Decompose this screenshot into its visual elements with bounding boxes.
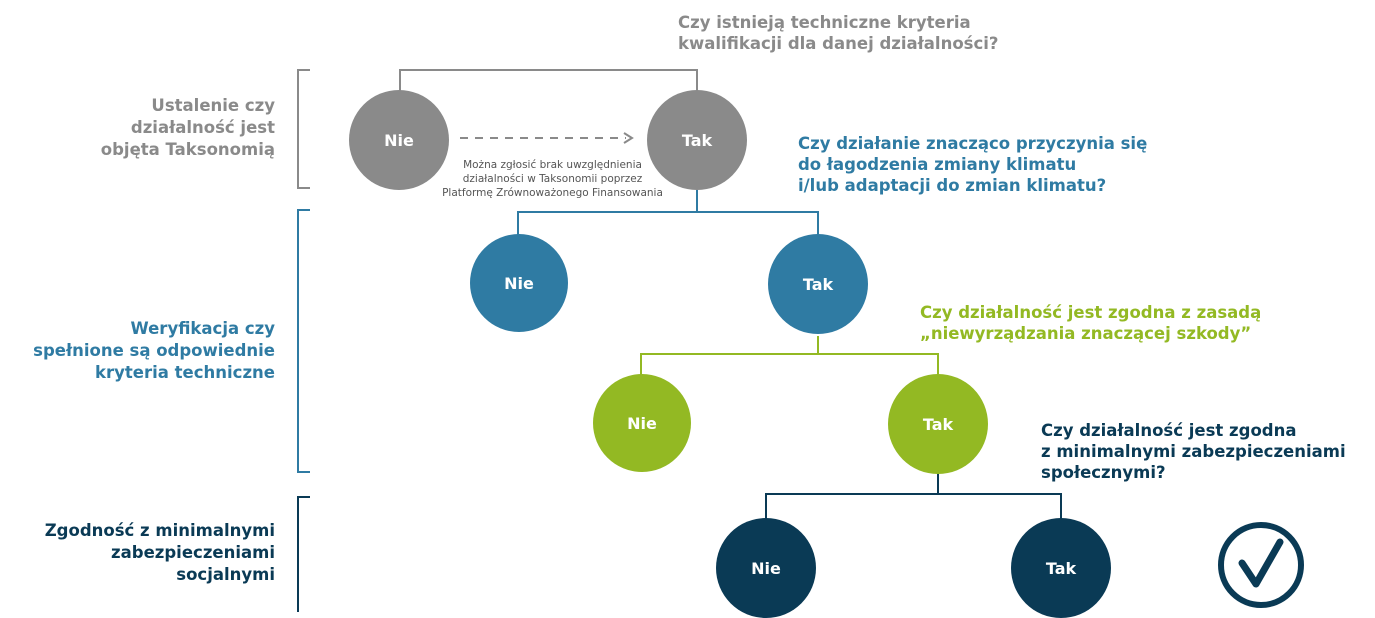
connector-level-1 xyxy=(399,69,698,96)
connector-level-3 xyxy=(640,336,939,378)
question-criteria-exist: Czy istnieją techniczne kryteria kwalifi… xyxy=(678,13,999,53)
section-label-technical: Weryfikacja czy spełnione są odpowiednie… xyxy=(33,319,275,382)
node-level3-no: Nie xyxy=(593,374,691,472)
connector-level-2 xyxy=(517,190,819,248)
dashed-arrow-icon xyxy=(460,132,634,144)
check-circle-icon xyxy=(1218,522,1304,608)
question-minimum-safeguards: Czy działalność jest zgodna z minimalnym… xyxy=(1041,421,1346,482)
bracket-technical xyxy=(297,209,310,473)
section-label-safeguards: Zgodność z minimalnymi zabezpieczeniami … xyxy=(44,521,275,584)
node-level4-no: Nie xyxy=(716,518,816,618)
note-report-missing-activity: Można zgłosić brak uwzględnienia działal… xyxy=(442,159,663,199)
bracket-safeguards xyxy=(297,496,310,612)
section-label-coverage: Ustalenie czy działalność jest objęta Ta… xyxy=(100,96,275,159)
node-level2-no: Nie xyxy=(470,234,568,332)
bracket-coverage xyxy=(297,69,310,189)
node-level1-no: Nie xyxy=(349,90,449,190)
node-level3-yes: Tak xyxy=(888,374,988,474)
node-level2-yes: Tak xyxy=(768,234,868,334)
question-substantial-contribution: Czy działanie znacząco przyczynia się do… xyxy=(798,134,1148,195)
node-level1-yes: Tak xyxy=(647,90,747,190)
question-dnsh: Czy działalność jest zgodna z zasadą „ni… xyxy=(920,303,1262,343)
node-level4-yes: Tak xyxy=(1011,518,1111,618)
connector-level-4 xyxy=(765,472,1062,520)
